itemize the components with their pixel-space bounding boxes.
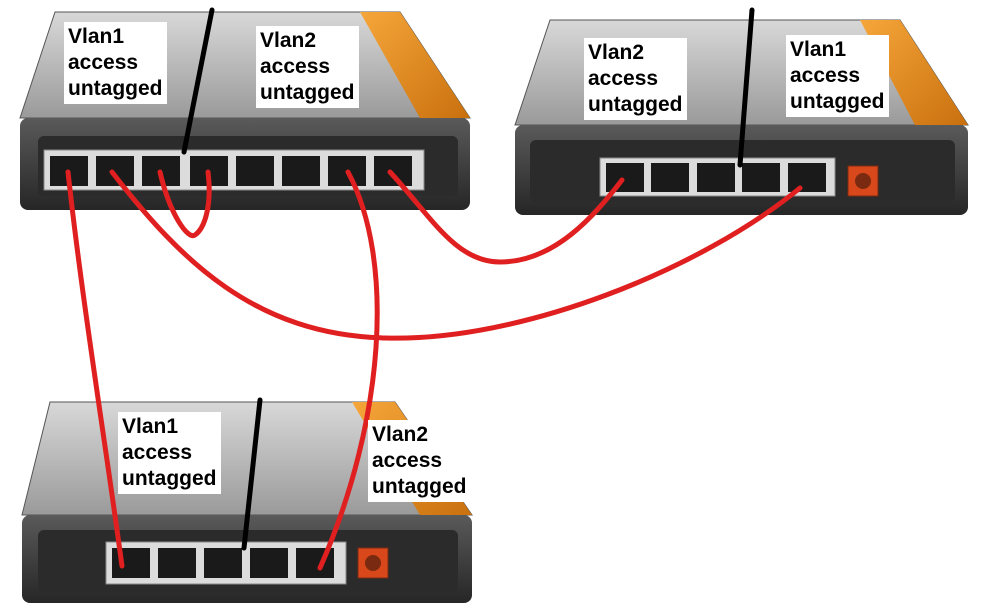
cable-sw1-vlan1-to-sw2-vlan1 — [109, 169, 803, 341]
vlan-name: Vlan1 — [790, 38, 847, 61]
patch-cables — [65, 169, 803, 571]
port-mode: access — [260, 55, 331, 78]
port-mode: access — [68, 51, 139, 74]
vlan-divider-switch2 — [737, 7, 755, 168]
vlan-name: Vlan2 — [372, 423, 429, 446]
tag-mode: untagged — [790, 90, 885, 113]
vlan-name: Vlan2 — [260, 29, 317, 52]
vlan-divider-switch1 — [181, 7, 215, 155]
vlan-label-switch2-right: Vlan1 access untagged — [786, 35, 889, 117]
ethernet-ports — [112, 548, 334, 578]
tag-mode: untagged — [68, 77, 163, 100]
port-mode: access — [122, 441, 193, 464]
tag-mode: untagged — [122, 467, 217, 490]
vlan-label-switch1-left: Vlan1 access untagged — [64, 22, 167, 104]
vlan-label-switch3-right: Vlan2 access untagged — [368, 420, 471, 502]
port-mode: access — [372, 449, 443, 472]
ethernet-ports — [606, 163, 826, 192]
tag-mode: untagged — [260, 81, 355, 104]
cable-sw1-vlan2-to-sw3-vlan2 — [317, 169, 380, 571]
vlan-label-switch3-left: Vlan1 access untagged — [118, 412, 221, 494]
tag-mode: untagged — [588, 93, 683, 116]
vlan-name: Vlan1 — [122, 415, 179, 438]
vlan-label-switch2-left: Vlan2 access untagged — [584, 38, 687, 120]
tag-mode: untagged — [372, 475, 467, 498]
cable-sw1-vlan2-to-sw2-vlan2 — [387, 169, 625, 265]
vlan-label-switch1-right: Vlan2 access untagged — [256, 26, 359, 108]
vlan-name: Vlan2 — [588, 41, 645, 64]
vlan-divider-lines — [181, 7, 755, 551]
vlan-name: Vlan1 — [68, 25, 125, 48]
cable-sw1-loop — [157, 169, 212, 239]
port-mode: access — [790, 64, 861, 87]
port-mode: access — [588, 67, 659, 90]
cable-sw1-vlan1-to-sw3-vlan1 — [65, 169, 125, 569]
vlan-divider-switch3 — [241, 397, 263, 551]
